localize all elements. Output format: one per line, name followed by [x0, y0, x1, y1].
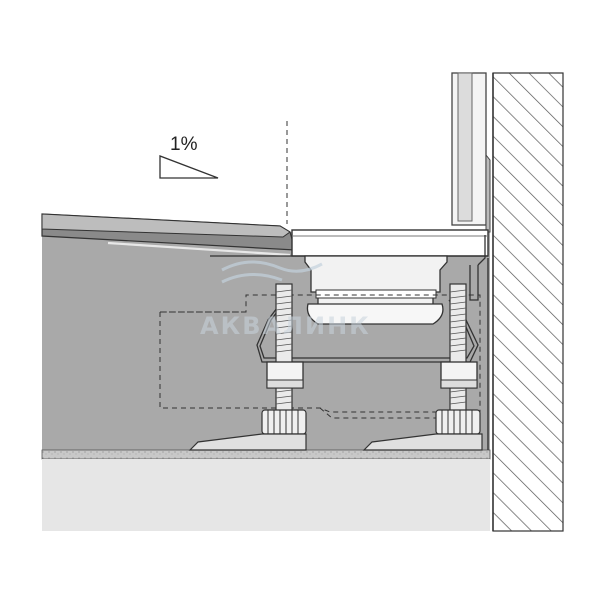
- adjustable-leg-right: [362, 283, 483, 451]
- drain-body: [304, 255, 448, 325]
- watermark-text: АКВАЛИНК: [200, 312, 371, 340]
- slope-label: 1%: [170, 134, 198, 155]
- floor-screed: [41, 449, 491, 460]
- subfloor: [42, 459, 490, 531]
- slope-indicator: 1%: [159, 134, 219, 179]
- watermark: АКВАЛИНК: [200, 260, 371, 340]
- shower-tray: [41, 213, 296, 257]
- adjustable-leg-left: [188, 283, 307, 451]
- wall: [492, 72, 564, 532]
- glass-panel: [451, 72, 491, 233]
